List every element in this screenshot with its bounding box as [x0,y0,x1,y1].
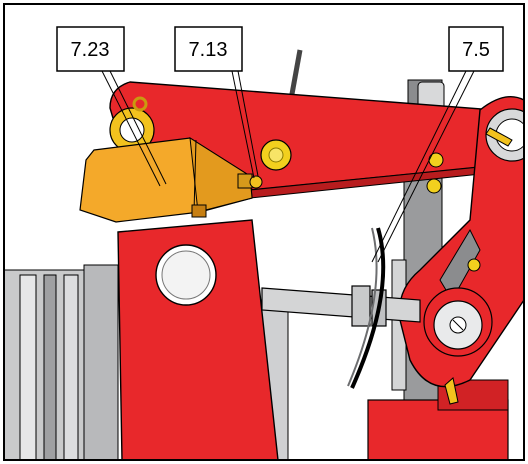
image-frame [3,3,525,461]
leader-line-7-5 [371,70,467,263]
callout-7-5: 7.5 [448,26,504,72]
base-red-blocks [367,379,509,460]
right-red-link [398,96,524,405]
leader-line-7-23 [101,70,161,187]
grease-nipple [237,173,263,189]
lower-red-upright [117,219,279,460]
left-column-assembly [4,264,289,460]
callout-7-13: 7.13 [174,26,243,72]
bracket-block [79,137,253,223]
leader-lines [101,70,475,263]
callout-label: 7.13 [189,39,228,61]
callout-label: 7.5 [462,39,490,61]
callout-7-23: 7.23 [56,26,125,72]
callout-label: 7.23 [71,39,110,61]
leader-line-7-13 [231,70,255,179]
